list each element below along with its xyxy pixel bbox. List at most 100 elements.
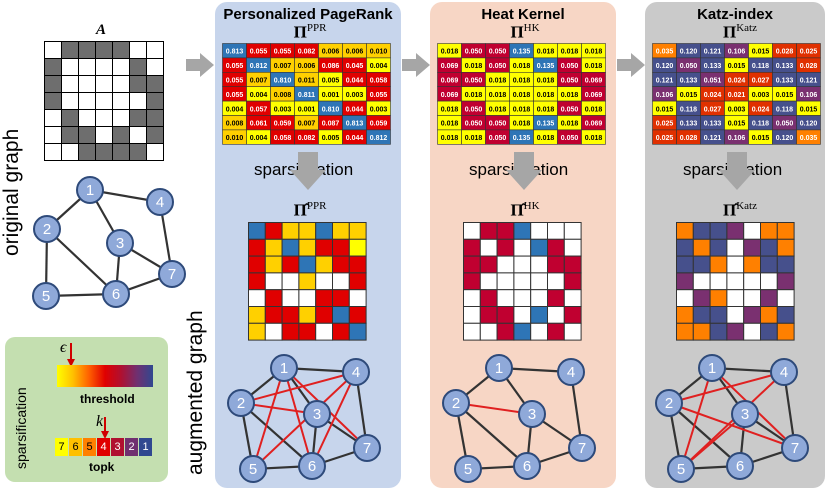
katz-matrix-value: 0.050 (680, 63, 698, 70)
katz-matrix-value: 0.121 (656, 78, 674, 85)
hk-sparsified-cell (479, 272, 498, 291)
ppr-added-edge (252, 371, 357, 470)
katz-sparsified-cell (676, 289, 694, 307)
katz-matrix-value: 0.120 (776, 135, 794, 142)
katz-matrix-value: 0.021 (728, 92, 746, 99)
hk-sparsified-cell (463, 222, 481, 240)
ppr-node-label: 4 (352, 364, 360, 381)
hk-title: Heat Kernel (481, 6, 565, 23)
adjacency-cell (78, 58, 96, 76)
ppr-sparsified-cell (332, 322, 350, 341)
katz-matrix-value: 0.118 (680, 106, 697, 113)
hk-matrix-value: 0.069 (441, 63, 459, 70)
katz-node-7 (781, 434, 809, 462)
ppr-matrix-value: 0.055 (226, 63, 244, 70)
katz-matrix-value: 0.133 (704, 121, 722, 128)
adjacency-cell (61, 143, 79, 161)
adjacency-cell (146, 126, 164, 144)
ppr-sparsified-cell (298, 255, 317, 274)
ppr-sparsified-cell (315, 222, 333, 240)
ppr-node-3 (303, 400, 331, 428)
hk-matrix-value: 0.050 (489, 135, 507, 142)
ppr-added-edge (240, 371, 357, 404)
hk-sparsified-cell (563, 306, 582, 324)
hk-node-7 (568, 434, 596, 462)
katz-matrix-value: 0.121 (704, 49, 722, 56)
hk-node-2 (442, 389, 470, 417)
hk-matrix-value: 0.018 (513, 92, 531, 99)
katz-matrix-value: 0.025 (656, 121, 674, 128)
hk-pihat-label: Π̂HK (510, 200, 540, 220)
katz-sparsified-cell (692, 322, 711, 341)
hk-sparsified-cell (496, 222, 515, 240)
katz-sparsified-matrix (676, 222, 795, 341)
hk-matrix-value: 0.135 (513, 49, 531, 56)
ppr-node-5 (239, 455, 267, 483)
katz-sparsified-cell (676, 222, 694, 240)
hk-node-3 (518, 400, 546, 428)
ppr-matrix-value: 0.004 (250, 92, 268, 99)
katz-matrix-value: 0.120 (680, 49, 698, 56)
hk-node-label: 4 (567, 364, 575, 381)
katz-node-label: 4 (780, 364, 788, 381)
ppr-added-edge (311, 371, 357, 467)
hk-node-label: 2 (452, 395, 460, 412)
ppr-sparsified-cell (281, 255, 300, 274)
augmented-graph-label: augmented graph (184, 310, 207, 475)
ppr-matrix-value: 0.059 (274, 121, 292, 128)
katz-sparsified-cell (726, 289, 745, 307)
hk-matrix-value: 0.135 (537, 121, 555, 128)
katz-matrix-value: 0.015 (752, 49, 770, 56)
katz-sparsified-cell (709, 272, 728, 291)
ppr-matrix-value: 0.006 (346, 49, 364, 56)
katz-sparsified-cell (709, 306, 728, 324)
hk-sparsified-cell (530, 238, 548, 257)
ppr-matrix-value: 0.006 (298, 63, 316, 70)
hk-sparsified-cell (479, 255, 498, 274)
hk-matrix-value: 0.018 (489, 78, 507, 85)
ppr-sparsified-cell (315, 289, 333, 307)
katz-sparsified-cell (676, 255, 694, 274)
katz-matrix-value: 0.035 (800, 135, 818, 142)
katz-matrix-value: 0.015 (800, 106, 818, 113)
katz-added-edge (668, 371, 785, 404)
katz-matrix-value: 0.027 (704, 106, 722, 113)
ppr-node-label: 5 (249, 461, 257, 478)
katz-edge (668, 402, 741, 467)
katz-matrix-value: 0.050 (776, 121, 794, 128)
ppr-matrix-value: 0.055 (274, 49, 292, 56)
ppr-sparsified-cell (332, 222, 350, 240)
hk-matrix-value: 0.069 (585, 121, 603, 128)
katz-sparsified-cell (726, 322, 745, 341)
katz-pi-label: ΠKatz (723, 22, 757, 42)
hk-sparsified-cell (479, 322, 498, 341)
hk-node-6 (513, 452, 541, 480)
hk-matrix-cell (581, 129, 606, 145)
ppr-sparsified-cell (248, 306, 266, 324)
original-node-3 (106, 229, 134, 257)
hk-sparsified-cell (463, 272, 481, 291)
katz-node-3 (731, 400, 759, 428)
adjacency-cell (146, 143, 164, 161)
hk-matrix-value: 0.050 (465, 121, 483, 128)
katz-matrix-value: 0.133 (704, 63, 722, 70)
adjacency-cell (95, 109, 113, 127)
ppr-matrix-value: 0.045 (346, 63, 364, 70)
threshold-label: threshold (80, 392, 135, 406)
hk-matrix-value: 0.018 (537, 78, 555, 85)
adjacency-cell (146, 75, 164, 93)
katz-node-label: 2 (665, 395, 673, 412)
hk-sparsified-cell (463, 238, 481, 257)
katz-sparsified-cell (709, 238, 728, 257)
katz-node-1 (698, 354, 726, 382)
ppr-sparsified-cell (298, 222, 317, 240)
ppr-matrix-value: 0.007 (298, 121, 316, 128)
katz-matrix-value: 0.035 (656, 49, 674, 56)
original-node-1 (76, 176, 104, 204)
katz-matrix-value: 0.121 (704, 135, 722, 142)
katz-sparsified-cell (776, 306, 795, 324)
katz-matrix-value: 0.133 (776, 78, 794, 85)
